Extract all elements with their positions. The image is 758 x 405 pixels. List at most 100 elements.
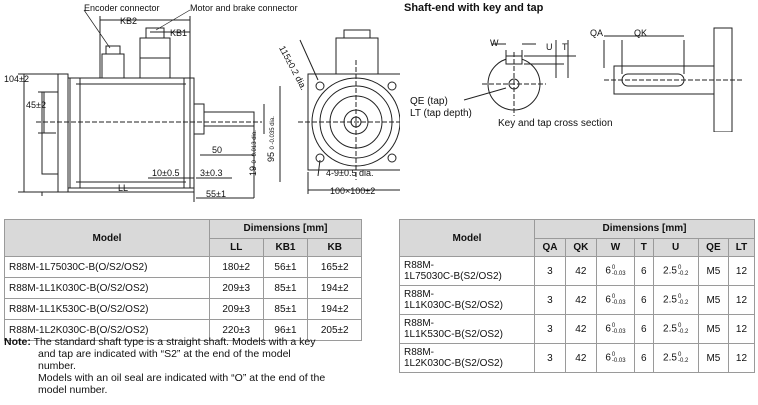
kb2-label: KB2 [120,16,138,26]
dim-104-label: 104±2 [4,74,29,84]
table-row: R88M-1L1K030C-B(O/S2/OS2) 209±3 85±1 194… [4,277,362,299]
dim-100-label: 100×100±2 [330,186,376,196]
t2-t: 6 [634,256,654,286]
t2-qa: 3 [534,285,566,315]
t2-qe: M5 [697,256,729,286]
t1-col-kb1: KB1 [262,237,309,257]
encoder-connector [101,53,125,79]
shaft-qe-label: QE (tap) [410,96,448,107]
table-row: R88M-1L2K030C-B(O/S2/OS2) 220±3 96±1 205… [4,319,362,341]
t2-t: 6 [634,314,654,344]
t1-header-model: Model [4,219,210,257]
note-line-4: Models with an oil seal are indicated wi… [38,372,326,384]
t2-qa: 3 [534,314,566,344]
shaft-end-title: Shaft-end with key and tap [404,2,544,14]
t1-col-kb: KB [307,237,362,257]
t1-kb: 205±2 [307,319,362,341]
t1-kb: 165±2 [307,256,362,278]
shaft-t-label: T [562,42,568,52]
encoder-connector-label: Encoder connector [84,3,160,13]
dimensions-table-shaft: Model Dimensions [mm] QA QK W T U QE LT … [399,219,756,373]
dim-19-label: 19 0 -0.013 dia. [248,130,258,176]
t1-model: R88M-1L1K530C-B(O/S2/OS2) [4,298,210,320]
t2-col-qk: QK [564,237,597,257]
t2-lt: 12 [727,314,756,344]
shaft-qk-label: QK [634,28,648,38]
t2-col-w: W [595,237,636,257]
kb1-label: KB1 [170,28,188,38]
t2-qk: 42 [564,343,597,373]
key-tap-section-label: Key and tap cross section [498,118,613,129]
shaft-u-label: U [546,42,553,52]
t1-model: R88M-1L1K030C-B(O/S2/OS2) [4,277,210,299]
t2-header-dims: Dimensions [mm] [534,219,755,239]
t2-model: R88M-1L1K030C-B(S2/OS2) [399,285,535,315]
t2-col-qe: QE [697,237,729,257]
t2-header-model: Model [399,219,535,257]
note-line-5: model number. [38,384,108,396]
dim-55-label: 55±1 [206,189,226,199]
motor-brake-connector-label: Motor and brake connector [190,3,298,13]
notes-block: Note: The standard shaft type is a strai… [4,336,370,396]
shaft-qa-label: QA [590,28,604,38]
t1-kb1: 56±1 [262,256,309,278]
t2-lt: 12 [727,256,756,286]
mounting-hole-label: 4-9±0.5 dia. [326,168,374,178]
t2-col-qa: QA [534,237,566,257]
shaft-w-label: W [490,38,499,48]
t2-qk: 42 [564,256,597,286]
dim-ll-label: LL [118,183,129,193]
t2-qa: 3 [534,343,566,373]
table-row: R88M-1L75030C-B(O/S2/OS2) 180±2 56±1 165… [4,256,362,278]
t2-qe: M5 [697,285,729,315]
t2-qk: 42 [564,285,597,315]
dim-95-label: 95 0 -0.035 dia. [266,116,276,162]
t2-lt: 12 [727,343,756,373]
t2-qe: M5 [697,314,729,344]
t1-ll: 209±3 [209,277,264,299]
shaft-lt-label: LT (tap depth) [410,108,472,119]
t1-ll: 209±3 [209,298,264,320]
t1-kb1: 85±1 [262,277,309,299]
t2-col-t: T [634,237,654,257]
table-row: R88M-1L1K530C-B(O/S2/OS2) 209±3 85±1 194… [4,298,362,320]
dim-10-label: 10±0.5 [152,168,180,178]
t1-col-ll: LL [209,237,264,257]
t1-model: R88M-1L2K030C-B(O/S2/OS2) [4,319,210,341]
t1-ll: 180±2 [209,256,264,278]
t1-kb1: 96±1 [262,319,309,341]
motor-body-side [65,77,195,189]
dim-3-label: 3±0.3 [200,168,223,178]
shaft-end-drawing [463,27,744,132]
t1-ll: 220±3 [209,319,264,341]
t1-kb: 194±2 [307,298,362,320]
t2-qk: 42 [564,314,597,344]
t2-col-u: U [652,237,699,257]
note-label: Note: [4,336,31,348]
t1-header-dims: Dimensions [mm] [209,219,362,239]
t1-kb: 194±2 [307,277,362,299]
t2-model: R88M-1L2K030C-B(S2/OS2) [399,343,535,373]
t1-kb1: 85±1 [262,298,309,320]
note-line-3: number. [38,360,76,372]
note-line-2: and tap are indicated with “S2” at the e… [38,348,291,360]
t1-model: R88M-1L75030C-B(O/S2/OS2) [4,256,210,278]
note-line-1: The standard shaft type is a straight sh… [33,336,316,348]
t2-lt: 12 [727,285,756,315]
t2-t: 6 [634,343,654,373]
motor-flange [57,73,69,193]
dim-45-label: 45±2 [26,100,46,110]
dimensions-table-main: Model Dimensions [mm] LL KB1 KB R88M-1L7… [4,219,362,341]
t2-model: R88M-1L75030C-B(S2/OS2) [399,256,535,286]
